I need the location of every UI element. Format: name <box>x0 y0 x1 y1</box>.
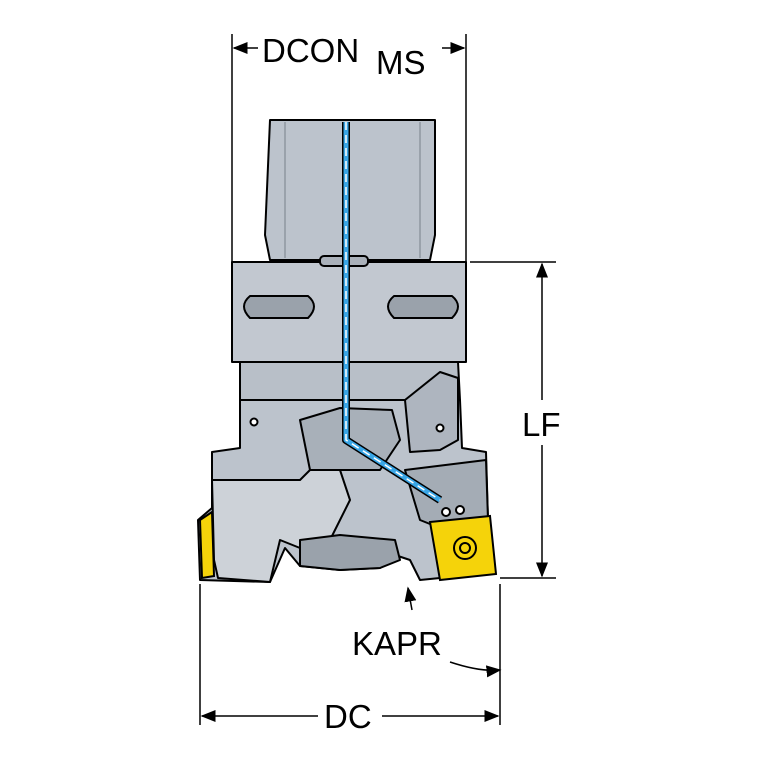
flute-right <box>404 371 459 453</box>
dim-dc: DC <box>199 584 501 735</box>
pocket-bottom <box>299 534 401 571</box>
insert-left <box>198 510 216 580</box>
dim-lf: LF <box>470 261 561 579</box>
lf-label: LF <box>522 406 561 443</box>
dim-dcon: DCON MS <box>231 32 467 262</box>
dc-label: DC <box>324 698 372 735</box>
drive-slot-left <box>243 295 315 319</box>
coolant-channel <box>342 122 443 504</box>
cutter-body <box>197 119 489 583</box>
kapr-label: KAPR <box>352 625 442 662</box>
dcon-subscript: MS <box>376 44 426 81</box>
dcon-label: DCON <box>262 32 359 69</box>
dim-kapr: KAPR <box>352 586 502 678</box>
insert-right <box>428 514 498 582</box>
drive-slot-right <box>387 295 459 319</box>
